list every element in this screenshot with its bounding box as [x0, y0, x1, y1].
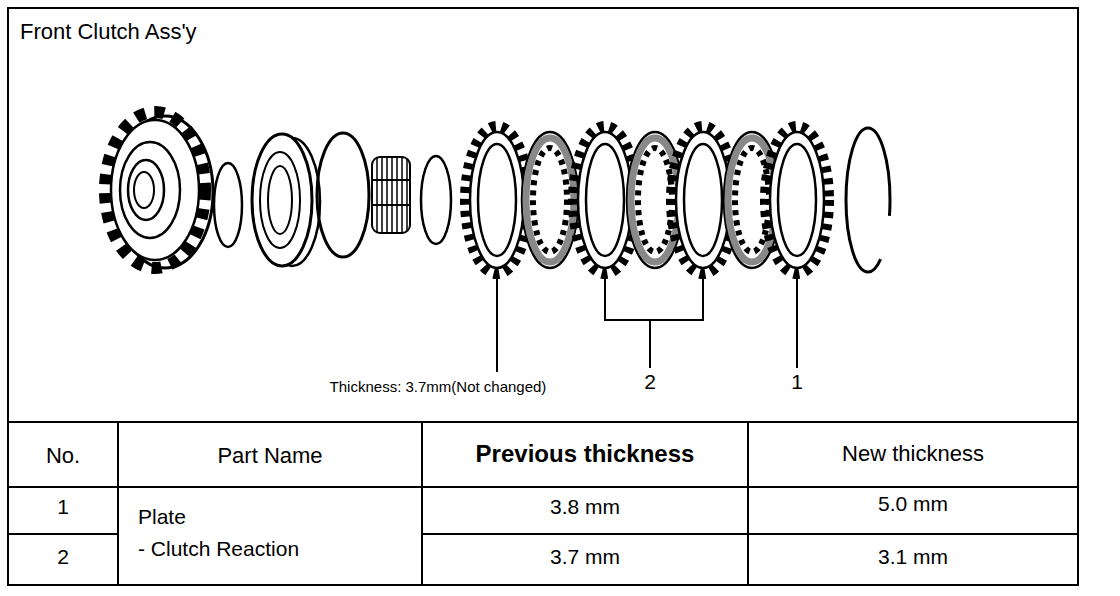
table-cell: 3.7 mm — [550, 545, 620, 569]
retaining-snap-ring — [846, 128, 890, 272]
steel-plate — [465, 126, 529, 274]
table-cell: 3.1 mm — [878, 545, 948, 569]
table-header: Part Name — [217, 443, 322, 468]
return-spring — [372, 157, 410, 233]
table-cell: - Clutch Reaction — [138, 537, 299, 561]
dimension-note: Thickness: 3.7mm(Not changed) — [330, 378, 547, 395]
table-cell: 2 — [57, 545, 69, 569]
table-header: Previous thickness — [476, 440, 695, 468]
piston — [252, 134, 320, 266]
table-cell: 1 — [57, 495, 69, 519]
diagram-title: Front Clutch Ass'y — [20, 19, 197, 44]
table-header: No. — [46, 443, 80, 468]
clutch-drum — [105, 112, 213, 268]
steel-plate — [765, 126, 829, 274]
piston-seal — [317, 133, 369, 257]
leader-lines — [497, 276, 797, 372]
table-cell: 3.8 mm — [550, 495, 620, 519]
table-cell: 5.0 mm — [878, 492, 948, 516]
callout-number: 2 — [644, 370, 656, 394]
seal-ring — [214, 163, 242, 247]
table-grid — [8, 422, 1078, 585]
callout-number: 1 — [791, 370, 803, 394]
table-cell: Plate — [138, 505, 186, 529]
table-header: New thickness — [842, 441, 984, 466]
outer-frame — [8, 8, 1078, 585]
snap-ring — [421, 156, 451, 244]
